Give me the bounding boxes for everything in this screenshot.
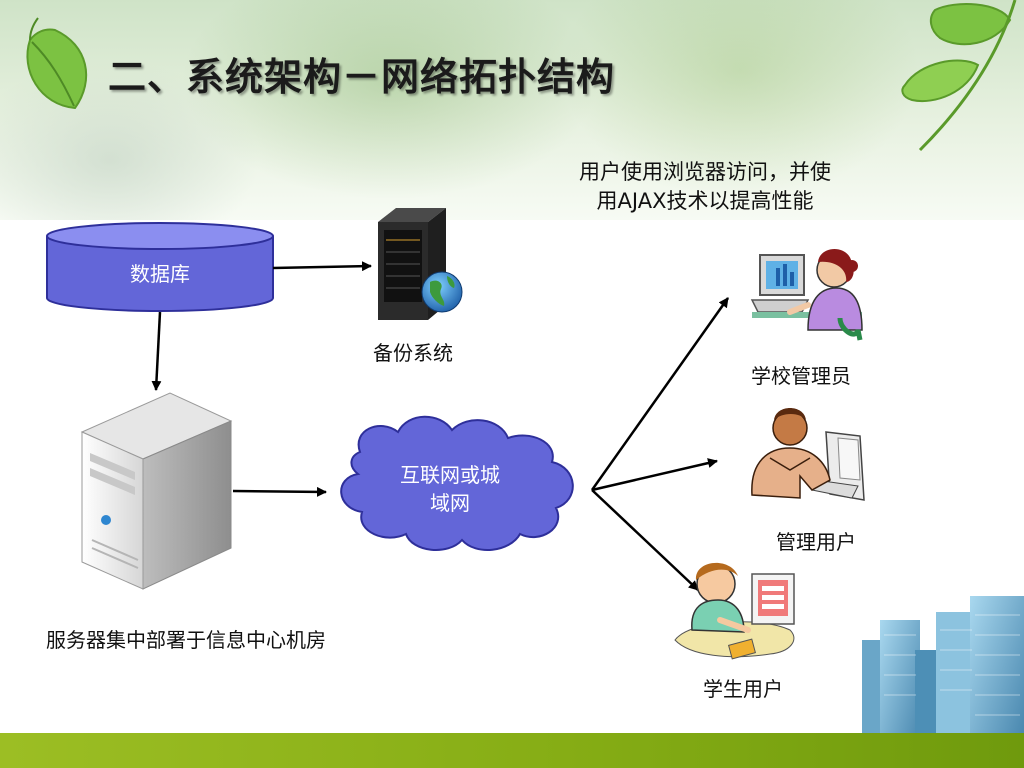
bottom-bar xyxy=(0,733,1024,768)
database-label: 数据库 xyxy=(130,262,190,286)
connection-arrows xyxy=(151,261,730,591)
header-background xyxy=(0,0,1024,220)
internet-label-line-1: 互联网或城 xyxy=(400,463,500,487)
globe-icon xyxy=(421,271,463,313)
backup-label: 备份系统 xyxy=(373,341,453,365)
server-rack-icon xyxy=(378,208,446,320)
student-label: 学生用户 xyxy=(703,677,783,701)
student-user-icon xyxy=(674,562,795,660)
internet-label: 互联网或城 域网 xyxy=(360,461,540,517)
leaf-icon xyxy=(901,0,1017,152)
manager-user-icon xyxy=(751,408,865,501)
admin-label: 学校管理员 xyxy=(751,364,851,388)
internet-cloud xyxy=(340,415,574,552)
note-line-1: 用户使用浏览器访问，并使 xyxy=(579,160,831,184)
server-tower-icon xyxy=(80,392,233,590)
server-label: 服务器集中部署于信息中心机房 xyxy=(46,628,326,652)
database-cylinder xyxy=(46,222,274,312)
leaf-icon xyxy=(26,17,88,110)
manager-label: 管理用户 xyxy=(776,530,856,554)
page-title: 二、系统架构－网络拓扑结构 xyxy=(108,55,616,99)
note-line-2: 用AJAX技术以提高性能 xyxy=(596,189,814,213)
admin-user-icon xyxy=(750,248,863,341)
internet-label-line-2: 域网 xyxy=(430,491,470,515)
note-text: 用户使用浏览器访问，并使 用AJAX技术以提高性能 xyxy=(540,158,870,216)
